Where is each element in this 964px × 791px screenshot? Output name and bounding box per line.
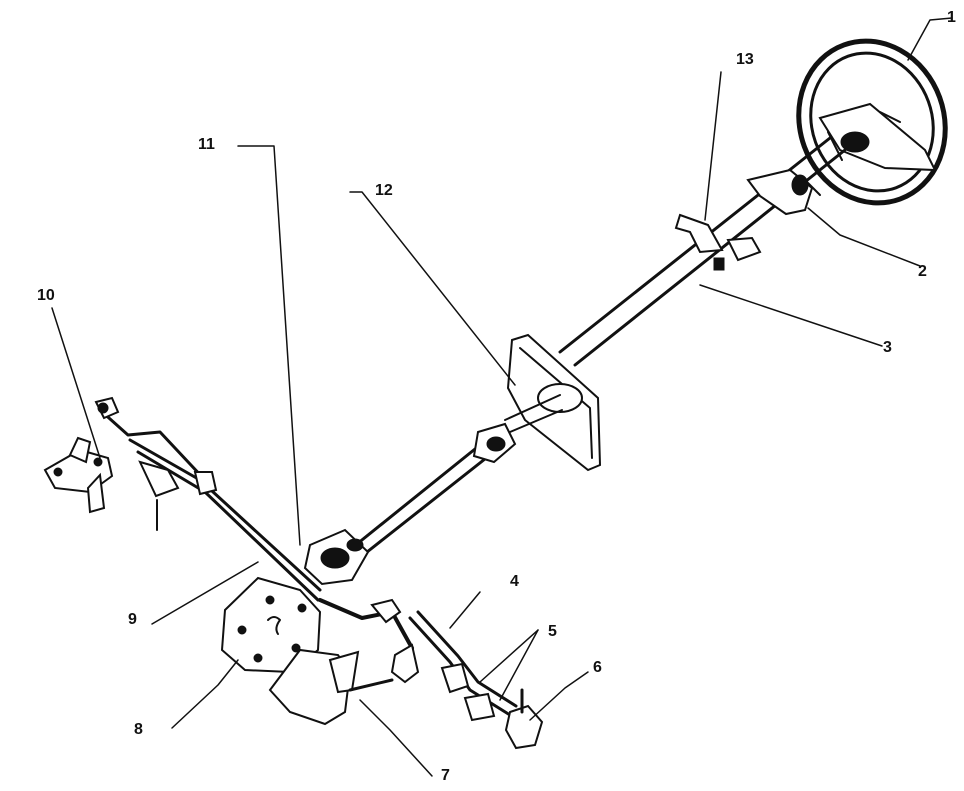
callout-1: 1 [947,9,956,26]
steering-wheel [796,38,948,206]
pitman-arm-linkage [318,598,420,692]
callout-2: 2 [918,263,927,280]
callout-8: 8 [134,721,143,738]
callout-9: 9 [128,611,137,628]
callout-3: 3 [883,339,892,356]
column-bulkhead-plate [504,333,602,472]
callout-11: 11 [198,136,215,153]
callout-13: 13 [736,51,754,68]
callout-5: 5 [548,623,557,640]
callout-4: 4 [510,573,519,590]
center-link [128,438,322,602]
callout-7: 7 [441,767,450,784]
callout-10: 10 [37,287,55,304]
leader-lines [51,17,953,777]
intermediate-shaft [303,422,517,586]
callout-12: 12 [375,182,393,199]
tie-rod-assembly [408,610,544,750]
steering-column [558,136,847,367]
idler-arm [43,396,218,531]
callout-6: 6 [593,659,602,676]
steering-gear [220,576,360,726]
